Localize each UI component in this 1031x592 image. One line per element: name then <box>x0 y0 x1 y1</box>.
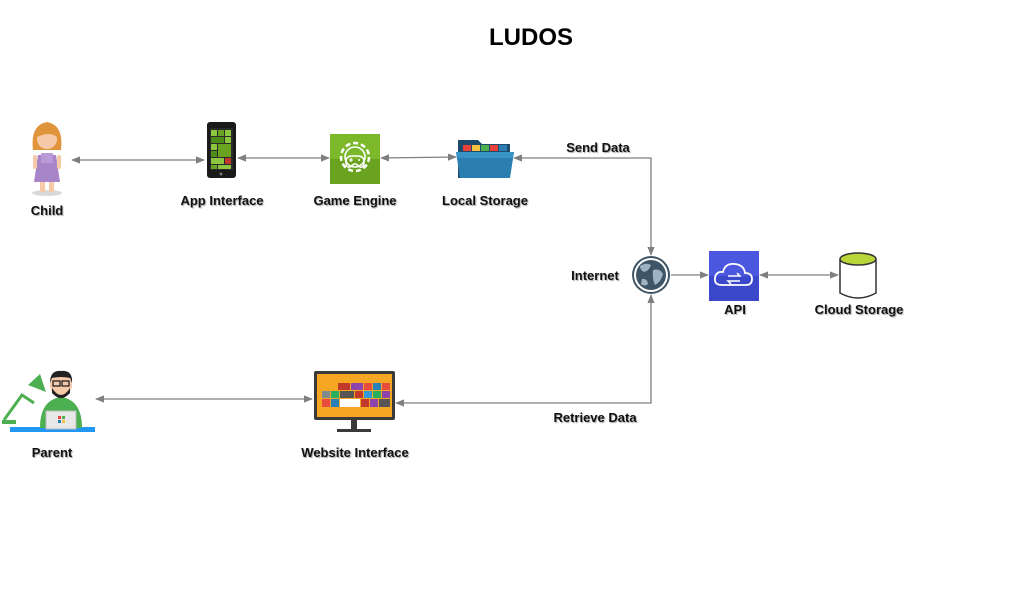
game-engine-label: Game Engine <box>313 193 397 208</box>
folder-icon <box>456 140 514 178</box>
internet-label: Internet <box>571 268 619 283</box>
edge-engine-storage <box>380 153 457 162</box>
child-icon <box>32 122 62 196</box>
edge-send-data <box>513 154 655 256</box>
database-cylinder-icon <box>839 252 877 299</box>
diagram-title: LUDOS <box>489 24 573 51</box>
retrieve-data-label: Retrieve Data <box>553 410 637 425</box>
gamepad-gear-icon <box>330 134 380 184</box>
app-interface-label: App Interface <box>180 193 264 208</box>
send-data-label: Send Data <box>566 140 630 155</box>
parent-at-desk-icon <box>2 370 95 432</box>
website-interface-label: Website Interface <box>301 445 409 460</box>
parent-label: Parent <box>31 445 73 460</box>
smartphone-icon <box>207 122 236 178</box>
edge-retrieve-data <box>395 294 655 407</box>
monitor-icon <box>314 371 395 432</box>
cloud-sync-icon <box>709 251 759 301</box>
globe-icon <box>632 256 670 294</box>
local-storage-label: Local Storage <box>442 193 528 208</box>
cloud-storage-label: Cloud Storage <box>814 302 904 317</box>
child-label: Child <box>30 203 64 218</box>
connectors <box>71 153 839 407</box>
api-label: API <box>724 302 746 317</box>
